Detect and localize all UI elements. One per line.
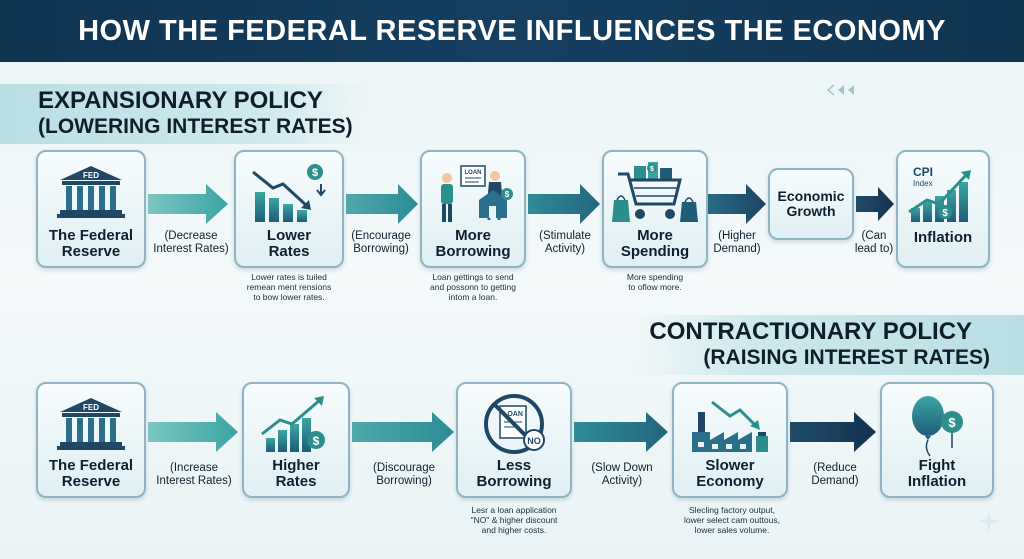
- step-label: Inflation: [913, 228, 973, 246]
- step-label: More Borrowing: [435, 226, 511, 260]
- contractionary-heading-line1: CONTRACTIONARY POLICY: [649, 318, 973, 345]
- sparkle-icon: [978, 510, 1000, 535]
- con-step-fight-inflation: $ Fight Inflation: [880, 382, 994, 498]
- step-note: Loan gettings to send and possonn to get…: [429, 272, 516, 302]
- falling-chart-icon: $: [249, 162, 329, 229]
- step-label: Economic Growth: [777, 187, 845, 219]
- step-label: Fight Inflation: [907, 456, 967, 490]
- exp-step-lower-rates: $ Lower Rates: [234, 150, 344, 268]
- svg-text:$: $: [942, 208, 948, 219]
- flow-arrow: [708, 184, 766, 224]
- connector-label: (Reduce Demand): [811, 462, 859, 487]
- connector-label: (Decrease Interest Rates): [153, 230, 229, 255]
- step-label: The Federal Reserve: [48, 226, 134, 260]
- flow-arrow: [352, 412, 454, 452]
- contractionary-heading: CONTRACTIONARY POLICY (RAISING INTEREST …: [649, 318, 990, 369]
- expansionary-heading-line2: (LOWERING INTEREST RATES): [38, 114, 353, 138]
- svg-text:$: $: [505, 190, 510, 199]
- expansionary-band: [0, 84, 370, 144]
- connector-label: (Slow Down Activity): [591, 462, 653, 487]
- exp-step-more-borrowing: LOAN $ More Borrowing: [420, 150, 526, 268]
- no-loan-icon: LOAN NO: [476, 392, 552, 463]
- con-step-federal-reserve: FED The Federal Reserve: [36, 382, 146, 498]
- step-note: Lower rates is tuiled remean ment rensio…: [246, 272, 332, 302]
- svg-text:Index: Index: [913, 179, 933, 188]
- step-note: Lesr a loan application "NO" & higher di…: [470, 505, 558, 535]
- exp-step-more-spending: $ More Spending: [602, 150, 708, 268]
- step-label: More Spending: [620, 226, 690, 260]
- fed-building-icon: FED: [56, 394, 126, 457]
- step-label: Lower Rates: [266, 226, 312, 260]
- step-label: Higher Rates: [272, 456, 320, 490]
- connector-label: (Stimulate Activity): [539, 230, 591, 255]
- svg-text:CPI: CPI: [913, 165, 933, 179]
- step-label: The Federal Reserve: [48, 456, 134, 490]
- connector-label: (Higher Demand): [713, 230, 761, 255]
- cpi-chart-icon: CPI Index $: [905, 162, 981, 231]
- expansionary-heading-line1: EXPANSIONARY POLICY: [38, 87, 323, 114]
- flow-arrow: [148, 412, 238, 452]
- svg-text:FED: FED: [83, 171, 99, 180]
- exp-step-federal-reserve: FED The Federal Reserve: [36, 150, 146, 268]
- flow-arrow: [574, 412, 668, 452]
- connector-label: (Can lead to): [854, 230, 894, 255]
- flow-arrow: [856, 187, 894, 221]
- svg-text:NO: NO: [527, 436, 541, 446]
- con-step-higher-rates: $ Higher Rates: [242, 382, 350, 498]
- factory-icon: [688, 392, 772, 461]
- fed-building-icon: FED: [56, 162, 126, 225]
- contractionary-band: [634, 315, 1024, 375]
- flow-arrow: [148, 184, 228, 224]
- con-step-slower-economy: Slower Economy: [672, 382, 788, 498]
- page-title: HOW THE FEDERAL RESERVE INFLUENCES THE E…: [78, 14, 946, 47]
- flow-arrow: [528, 184, 600, 224]
- step-note: More spending to oflow more.: [626, 272, 684, 292]
- contractionary-heading-line2: (RAISING INTEREST RATES): [703, 345, 990, 369]
- svg-text:$: $: [948, 415, 956, 430]
- balloon-icon: $: [902, 392, 972, 463]
- chevron-deco-icon: [826, 84, 866, 99]
- exp-step-inflation: CPI Index $ Inflation: [896, 150, 990, 268]
- svg-text:FED: FED: [83, 403, 99, 412]
- svg-text:LOAN: LOAN: [465, 170, 482, 176]
- step-label: Slower Economy: [696, 456, 764, 490]
- rising-chart-icon: $: [258, 394, 334, 461]
- exp-step-economic-growth: Economic Growth: [768, 168, 854, 240]
- connector-label: (Discourage Borrowing): [373, 462, 435, 487]
- shopping-cart-icon: $: [612, 160, 698, 231]
- svg-text:$: $: [312, 167, 318, 179]
- connector-label: (Increase Interest Rates): [156, 462, 232, 487]
- svg-text:LOAN: LOAN: [503, 411, 523, 418]
- step-label: Less Borrowing: [476, 456, 552, 490]
- svg-text:$: $: [650, 166, 654, 173]
- expansionary-heading: EXPANSIONARY POLICY (LOWERING INTEREST R…: [38, 87, 353, 138]
- flow-arrow: [790, 412, 876, 452]
- flow-arrow: [346, 184, 418, 224]
- loan-people-icon: LOAN $: [431, 162, 515, 231]
- svg-text:$: $: [313, 434, 320, 448]
- title-banner: HOW THE FEDERAL RESERVE INFLUENCES THE E…: [0, 0, 1024, 62]
- connector-label: (Encourage Borrowing): [351, 230, 411, 255]
- con-step-less-borrowing: LOAN NO Less Borrowing: [456, 382, 572, 498]
- step-note: Slecling factory output, lower select ca…: [684, 505, 780, 535]
